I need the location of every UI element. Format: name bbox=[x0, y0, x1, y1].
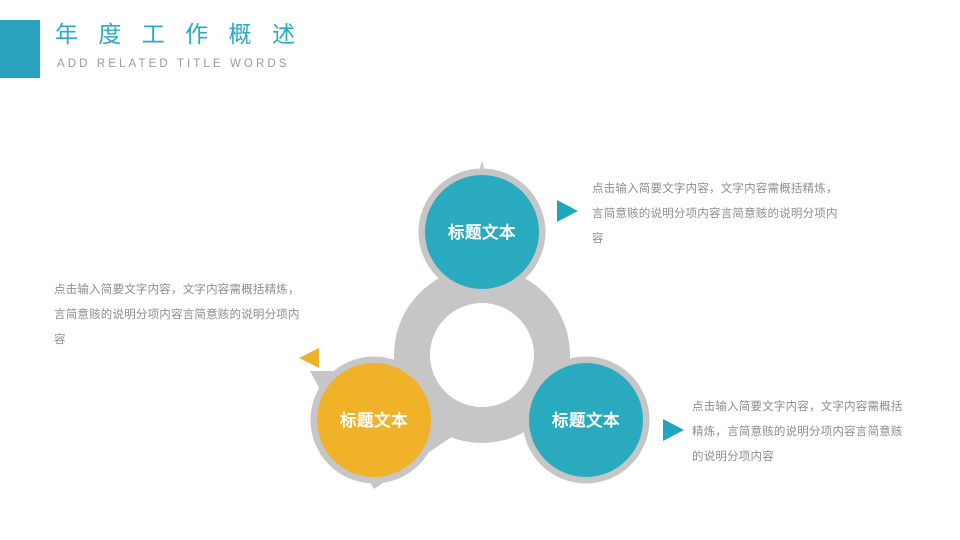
arrow-left-icon bbox=[299, 348, 319, 368]
page-subtitle: ADD RELATED TITLE WORDS bbox=[57, 58, 290, 70]
callout-text-bottom-right: 点击输入简要文字内容，文字内容需概括精炼，言简意赅的说明分项内容言简意赅的说明分… bbox=[692, 401, 903, 463]
node-bottom-right-circle[interactable] bbox=[529, 363, 643, 477]
arrow-right-icon-top bbox=[557, 200, 578, 222]
spinner-diagram: 标题文本 标题文本 标题文本 bbox=[290, 155, 670, 500]
node-bottom-left-label: 标题文本 bbox=[340, 410, 408, 430]
node-bottom-left[interactable]: 标题文本 bbox=[317, 363, 431, 477]
accent-square bbox=[0, 20, 40, 78]
spinner-graphic: 标题文本 标题文本 标题文本 bbox=[310, 161, 650, 489]
node-bottom-left-circle[interactable] bbox=[317, 363, 431, 477]
callout-text-top-right: 点击输入简要文字内容，文字内容需概括精炼，言简意赅的说明分项内容言简意赅的说明分… bbox=[592, 183, 838, 245]
slide-header: 年 度 工 作 概 述 ADD RELATED TITLE WORDS bbox=[0, 18, 420, 82]
node-top-circle[interactable] bbox=[425, 175, 539, 289]
node-top[interactable]: 标题文本 bbox=[425, 175, 539, 289]
node-top-label: 标题文本 bbox=[448, 222, 516, 242]
arrow-right-icon-bottom bbox=[663, 419, 684, 441]
page-title: 年 度 工 作 概 述 bbox=[55, 21, 302, 47]
node-bottom-right-label: 标题文本 bbox=[552, 410, 620, 430]
callout-text-left: 点击输入简要文字内容，文字内容需概括精炼，言简意赅的说明分项内容言简意赅的说明分… bbox=[54, 284, 300, 346]
node-bottom-right[interactable]: 标题文本 bbox=[529, 363, 643, 477]
